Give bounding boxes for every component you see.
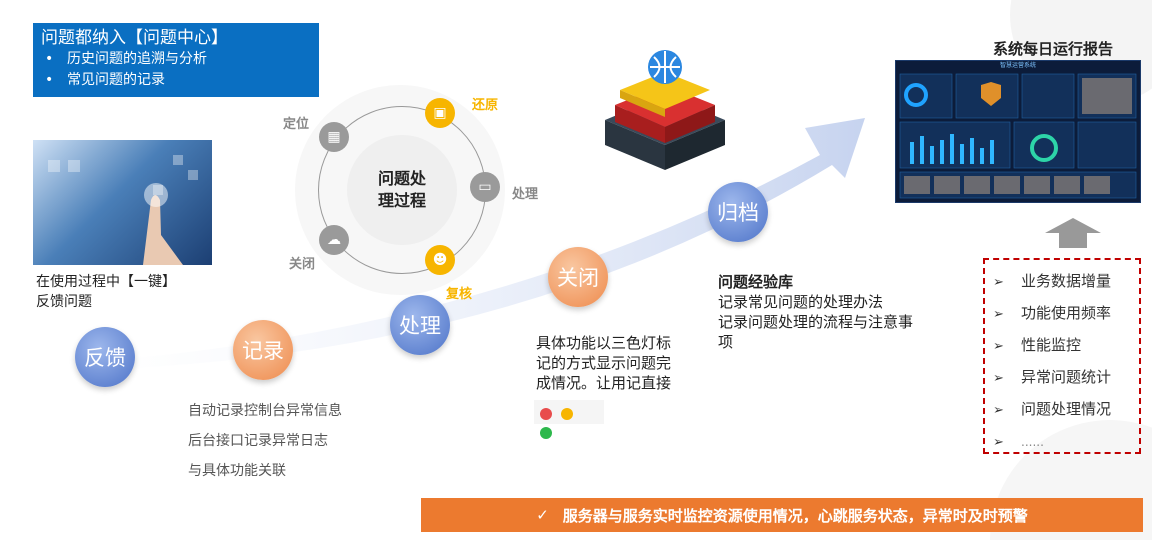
step-review: 复核: [446, 287, 473, 302]
step-restore: 还原: [472, 98, 499, 113]
caption-line: 在使用过程中【一键】: [36, 274, 176, 290]
arrow-bullet-icon: ➢: [993, 339, 1004, 354]
flow-node-record: 记录: [233, 320, 293, 380]
report-item-label: 功能使用频率: [1021, 304, 1112, 322]
report-item-label: ......: [1021, 435, 1044, 449]
note-line: 记录常见问题的处理办法: [718, 293, 884, 311]
dashboard-title: 智慧运营系统: [999, 62, 1036, 69]
cycle-center-line: 问题处: [377, 169, 426, 188]
dashboard-panels: [899, 73, 1137, 199]
library-server-icon: [605, 50, 725, 170]
bullet-item: •历史问题的追溯与分析: [45, 51, 207, 67]
status-lights: [534, 400, 604, 439]
step-close: 关闭: [289, 257, 316, 272]
arrow-bullet-icon: ➢: [993, 403, 1004, 418]
caption-line: 反馈问题: [36, 294, 92, 310]
archive-title: 问题经验库: [718, 273, 794, 291]
report-items-box: ➢ 业务数据增量 ➢ 功能使用频率 ➢ 性能监控 ➢ 异常问题统计 ➢ 问题处理情况 ➢.…: [983, 258, 1141, 454]
cycle-center: 问题处理过程: [347, 135, 457, 245]
arrow-bullet-icon: ➢: [993, 435, 1004, 450]
note-line: 成情况。让用记直接: [536, 374, 672, 392]
report-item: ➢......: [993, 426, 1139, 458]
cloud-upload-icon: ☁: [319, 225, 349, 255]
yellow-light: [561, 408, 573, 420]
users-icon: ☻: [425, 245, 455, 275]
report-item: ➢ 业务数据增量: [993, 266, 1139, 298]
note-line: 记的方式显示问题完: [536, 354, 672, 372]
step-handle: 处理: [512, 187, 539, 202]
green-light: [540, 427, 552, 439]
check-icon: ✓: [536, 506, 549, 524]
note-line: 自动记录控制台异常信息: [188, 403, 342, 419]
dashboard-screenshot: 智慧运营系统: [895, 60, 1141, 203]
report-item-label: 性能监控: [1021, 336, 1082, 354]
bullet-item: •常见问题的记录: [45, 72, 165, 88]
feedback-caption: 在使用过程中【一键】 反馈问题: [36, 272, 176, 312]
report-item: ➢ 异常问题统计: [993, 362, 1139, 394]
report-item: ➢ 功能使用频率: [993, 298, 1139, 330]
touch-screen-photo: [33, 140, 212, 265]
problem-center-title: 问题都纳入【问题中心】: [41, 28, 228, 48]
report-item: ➢ 性能监控: [993, 330, 1139, 362]
report-item-label: 问题处理情况: [1021, 400, 1112, 418]
up-arrow-icon: [1045, 218, 1101, 248]
monitor-icon: ▭: [470, 172, 500, 202]
monitoring-banner: ✓ 服务器与服务实时监控资源使用情况，心跳服务状态，异常时及时预警: [421, 498, 1143, 532]
note-line: 具体功能以三色灯标: [536, 334, 672, 352]
flow-node-feedback: 反馈: [75, 327, 135, 387]
arrow-bullet-icon: ➢: [993, 307, 1004, 322]
note-line: 与具体功能关联: [188, 463, 286, 479]
report-title: 系统每日运行报告: [993, 40, 1114, 58]
contact-icon: ▣: [425, 98, 455, 128]
close-note: 具体功能以三色灯标 记的方式显示问题完 成情况。让用记直接: [536, 333, 671, 393]
note-line: 记录问题处理的流程与注意事: [718, 313, 914, 331]
note-line: 项: [718, 333, 734, 351]
cycle-center-line: 理过程: [377, 191, 426, 210]
report-item-label: 业务数据增量: [1021, 272, 1112, 290]
arrow-bullet-icon: ➢: [993, 371, 1004, 386]
step-locate: 定位: [283, 117, 310, 132]
report-item: ➢ 问题处理情况: [993, 394, 1139, 426]
problem-center-box: 问题都纳入【问题中心】 •历史问题的追溯与分析 •常见问题的记录: [33, 23, 319, 97]
locate-icon: ▦: [319, 122, 349, 152]
report-item-label: 异常问题统计: [1021, 368, 1112, 386]
flow-node-archive: 归档: [708, 182, 768, 242]
archive-note: 问题经验库 记录常见问题的处理办法 记录问题处理的流程与注意事 项: [718, 272, 913, 352]
note-line: 后台接口记录异常日志: [188, 433, 328, 449]
red-light: [540, 408, 552, 420]
flow-node-close: 关闭: [548, 247, 608, 307]
banner-text: 服务器与服务实时监控资源使用情况，心跳服务状态，异常时及时预警: [562, 506, 1028, 525]
arrow-bullet-icon: ➢: [993, 275, 1004, 290]
flow-node-handle: 处理: [390, 295, 450, 355]
record-notes: 自动记录控制台异常信息 后台接口记录异常日志 与具体功能关联: [188, 396, 342, 486]
